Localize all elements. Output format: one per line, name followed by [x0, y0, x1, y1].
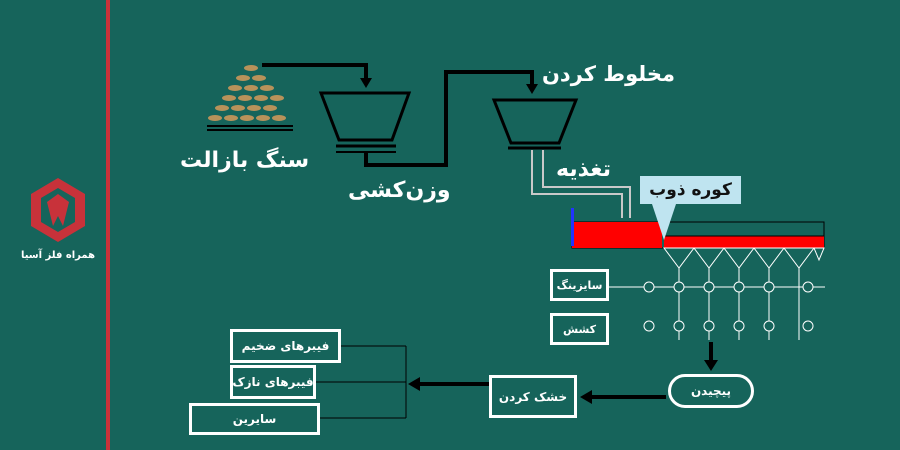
connector-weigh-mix: [364, 70, 534, 167]
arrow-to-winding-head: [704, 360, 718, 371]
fiber-rollers: [608, 268, 825, 340]
weighing-hopper-icon: [318, 91, 412, 153]
box-winding: پیچیدن: [668, 374, 754, 408]
feeder-pipe: [531, 150, 631, 218]
brand-emblem-icon: [31, 178, 85, 242]
arrow-to-drying-head: [580, 390, 592, 404]
label-weighing: وزن‌کشی: [348, 178, 451, 203]
arrow-into-weigh-hopper: [360, 78, 372, 88]
box-drying: خشک کردن: [489, 375, 577, 418]
brand-logo: همراه فلز آسیا: [20, 176, 96, 261]
box-thin-fibers: فیبرهای نازک: [230, 365, 316, 399]
brand-name: همراه فلز آسیا: [20, 250, 96, 261]
connector-stones-weigh: [262, 63, 368, 78]
basalt-stones-icon: [207, 65, 293, 131]
arrow-to-outputs-head: [408, 377, 420, 391]
box-thick-fibers: فیبرهای ضخیم: [230, 329, 341, 363]
box-drawing: کشش: [550, 313, 609, 345]
box-other: سایرین: [189, 403, 320, 435]
label-basalt: سنگ بازالت: [180, 148, 310, 173]
brand-stripe: [106, 0, 110, 450]
label-feeding: تغذیه: [556, 157, 611, 182]
label-mixing: مخلوط کردن: [542, 62, 675, 86]
mixing-hopper-icon: [491, 98, 579, 150]
furnace-icon: [571, 208, 825, 249]
bushings: [663, 247, 825, 269]
label-furnace: کوره ذوب: [649, 180, 732, 200]
furnace-callout: [640, 176, 741, 240]
arrow-into-mix-hopper: [526, 84, 538, 94]
box-sizing: سایزینگ: [550, 269, 609, 301]
output-bracket: [316, 345, 407, 419]
